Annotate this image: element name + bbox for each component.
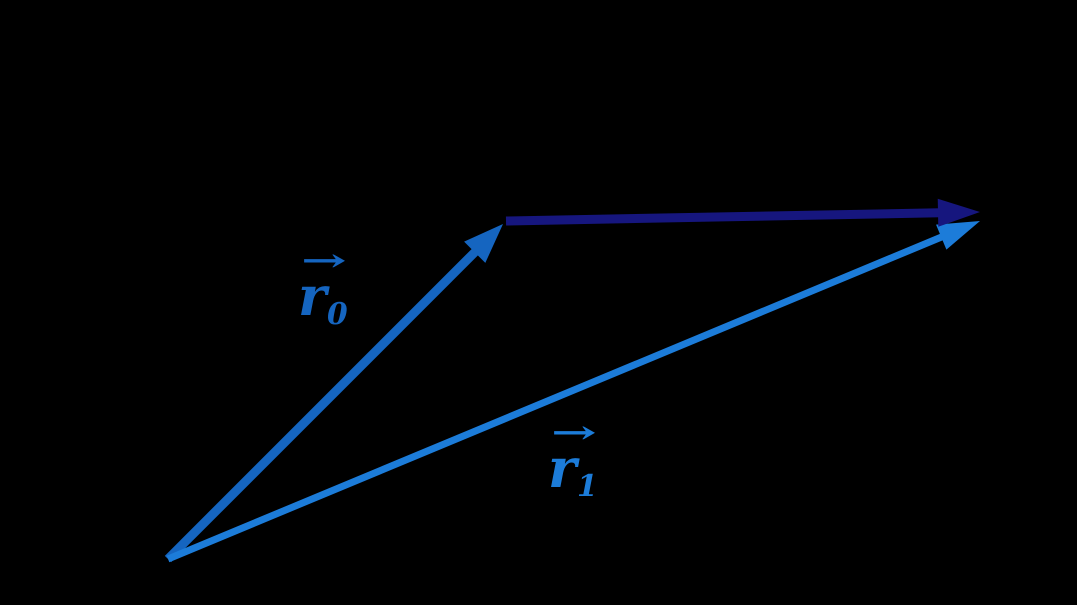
vector-r1-arrowhead-icon [936,221,980,250]
vector-subscript: 1 [577,468,598,504]
vector-delta-arrowhead-icon [937,198,980,227]
vector-r1-shaft [166,233,945,563]
vector-letter: r [548,435,577,500]
vector-subscript: 0 [327,296,348,332]
vector-label-r1: →r1 [548,415,598,504]
vector-r0-shaft [164,247,480,563]
vector-r0-arrowhead-icon [464,224,503,263]
vector-delta-shaft [505,208,941,226]
arrow-accent-icon: → [550,415,597,451]
vector-label-r0: →r0 [298,243,348,332]
vector-letter: r [298,263,327,328]
arrow-accent-icon: → [300,243,347,279]
